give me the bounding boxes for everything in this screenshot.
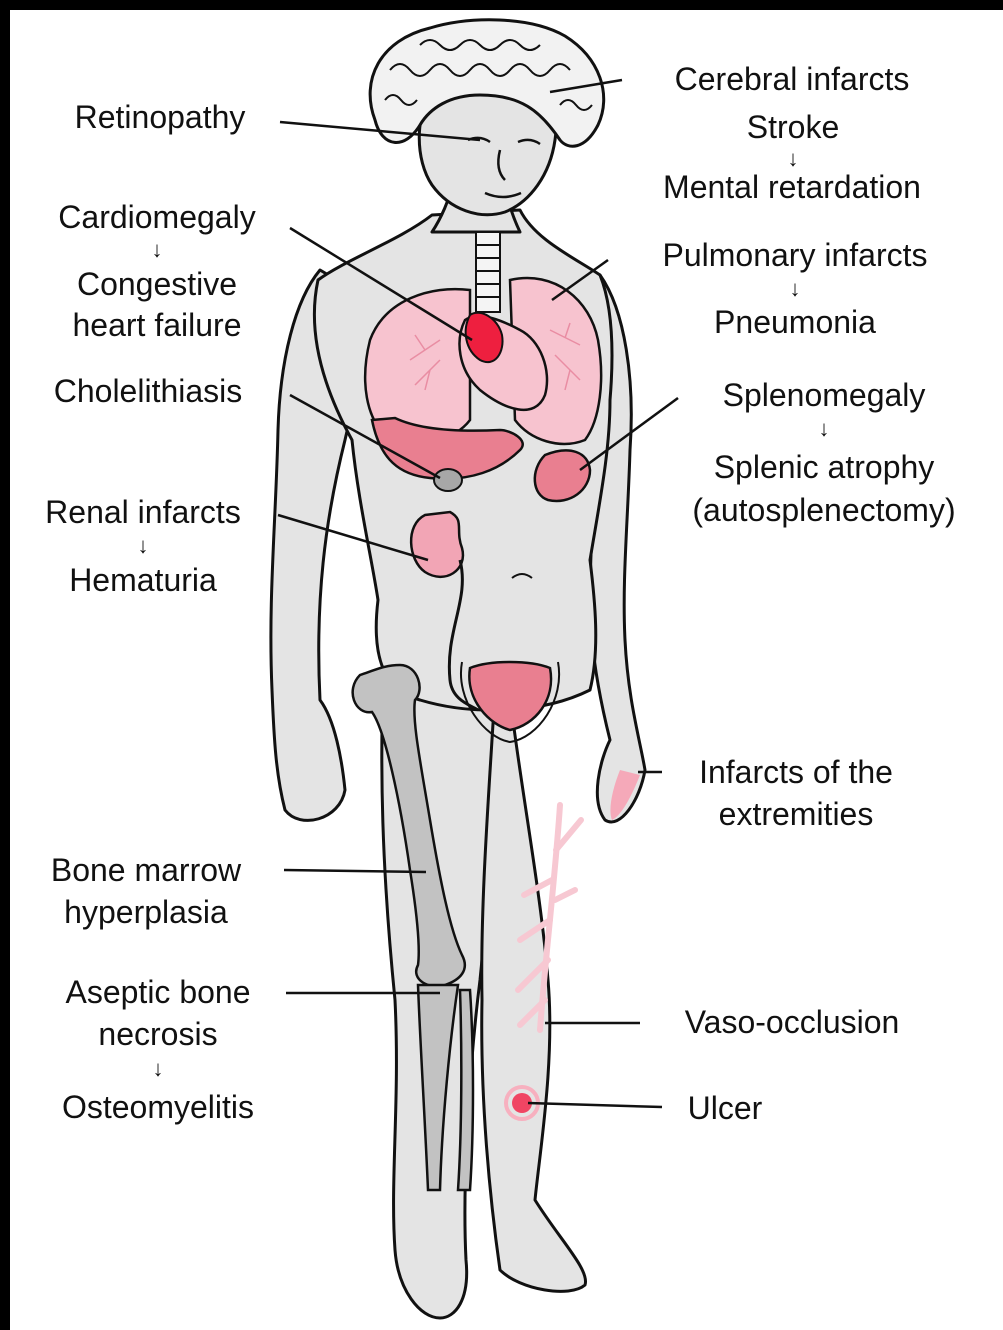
label-hematuria: Hematuria: [69, 560, 217, 600]
label-bone-marrow: Bone marrow: [51, 850, 241, 890]
arrow-aseptic: ↓: [153, 1058, 164, 1080]
gallbladder: [434, 469, 462, 491]
label-heart-failure: heart failure: [73, 305, 242, 345]
label-vaso-occlusion: Vaso-occlusion: [685, 1002, 900, 1042]
arrow-cardiomegaly: ↓: [152, 239, 163, 261]
label-necrosis: necrosis: [98, 1014, 217, 1054]
label-cholelithiasis: Cholelithiasis: [54, 371, 243, 411]
label-renal-infarcts: Renal infarcts: [45, 492, 241, 532]
label-pneumonia: Pneumonia: [714, 302, 876, 342]
label-congestive: Congestive: [77, 264, 237, 304]
label-aseptic-bone: Aseptic bone: [65, 972, 250, 1012]
arrow-renal: ↓: [138, 535, 149, 557]
kidney: [411, 512, 463, 577]
arrow-pulmonary: ↓: [790, 278, 801, 300]
label-retinopathy: Retinopathy: [75, 97, 246, 137]
label-autosplenectomy: (autosplenectomy): [692, 490, 955, 530]
label-mental-retardation: Mental retardation: [663, 167, 921, 207]
label-cardiomegaly: Cardiomegaly: [58, 197, 255, 237]
label-stroke: Stroke: [747, 107, 839, 147]
label-splenomegaly: Splenomegaly: [723, 375, 926, 415]
label-osteomyelitis: Osteomyelitis: [62, 1087, 254, 1127]
label-cerebral-infarcts: Cerebral infarcts: [675, 59, 910, 99]
label-ulcer: Ulcer: [688, 1088, 763, 1128]
label-extremities: extremities: [719, 794, 874, 834]
label-pulmonary-infarcts: Pulmonary infarcts: [663, 235, 928, 275]
trachea: [476, 232, 500, 312]
body-silhouette: [271, 84, 645, 1318]
arrow-splenomegaly: ↓: [819, 418, 830, 440]
label-hyperplasia: hyperplasia: [64, 892, 228, 932]
label-infarcts-of-the: Infarcts of the: [699, 752, 893, 792]
label-splenic-atrophy: Splenic atrophy: [714, 447, 935, 487]
leader-ulcer: [528, 1103, 662, 1107]
fibula: [458, 990, 473, 1190]
